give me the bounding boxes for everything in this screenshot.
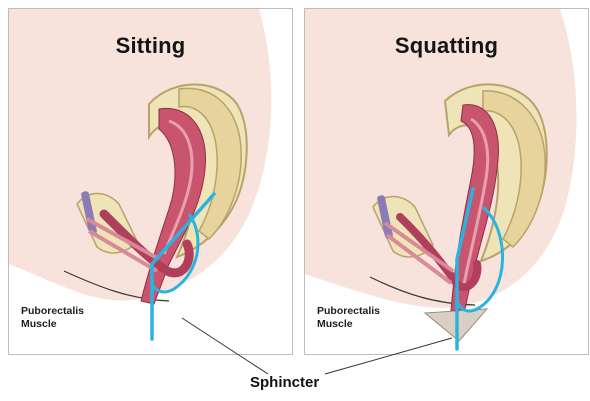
pointer-line-right: [325, 338, 452, 374]
sphincter-label: Sphincter: [250, 374, 319, 391]
pointer-line-left: [182, 318, 268, 374]
